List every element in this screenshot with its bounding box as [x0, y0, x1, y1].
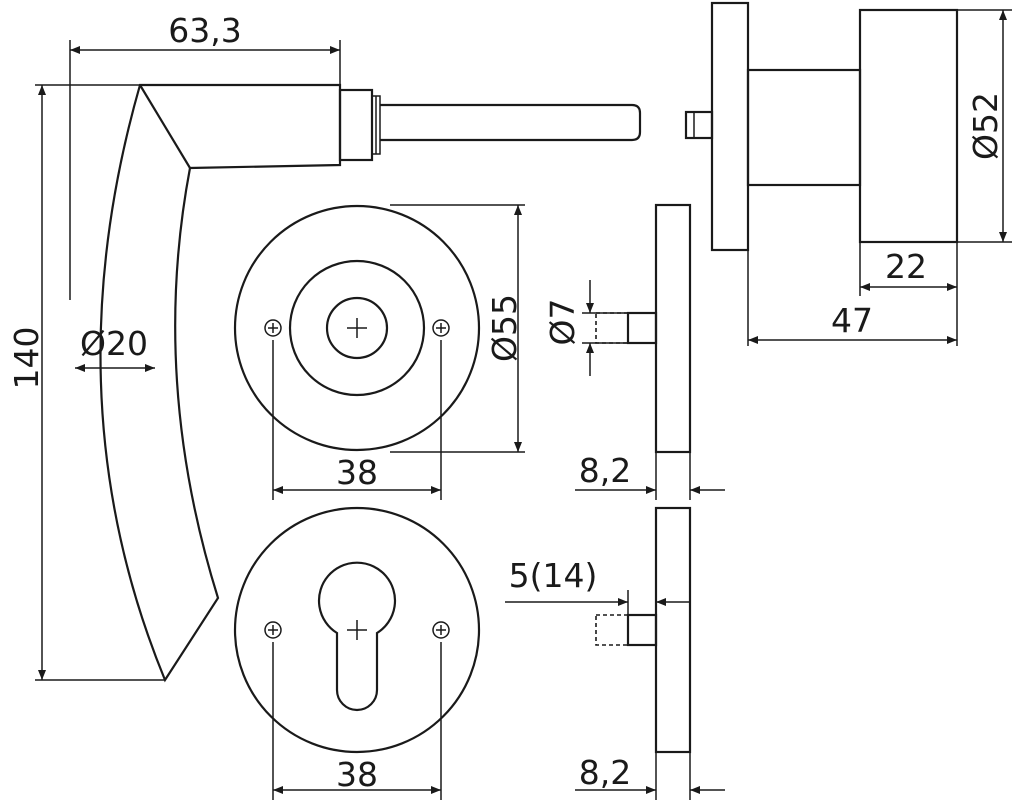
pin-diameter-label: Ø7	[543, 299, 582, 346]
side-thickness-dimension-1: 8,2	[575, 451, 725, 500]
offset-dimension: 5(14)	[505, 556, 690, 615]
lever-length-dimension: 63,3	[69, 11, 341, 300]
knob-projection-label: 47	[831, 301, 873, 340]
cylinder-hole-spacing-label: 38	[336, 755, 378, 794]
knob-depth-dimension: 22 47	[747, 242, 958, 346]
rosette-diameter-label: Ø55	[485, 294, 524, 362]
rosette-diameter-dimension: Ø55	[390, 204, 525, 453]
knob-side-view	[684, 1, 959, 252]
cylinder-hole-spacing-dimension: 38	[272, 642, 442, 800]
pin-diameter-dimension: Ø7	[543, 280, 628, 376]
rosette-hole-spacing-dimension: 38	[272, 340, 442, 500]
side-thickness-label-2: 8,2	[579, 753, 631, 792]
side-thickness-dimension-2: 8,2	[575, 752, 725, 800]
rosette-hole-spacing-label: 38	[336, 453, 378, 492]
lever-diameter-label: Ø20	[80, 324, 148, 363]
knob-diameter-label: Ø52	[966, 92, 1005, 160]
offset-label: 5(14)	[509, 556, 598, 595]
lever-diameter-dimension: Ø20	[75, 324, 155, 372]
knob-diameter-dimension: Ø52	[957, 9, 1012, 243]
side-thickness-label-1: 8,2	[579, 451, 631, 490]
lever-height-dimension: 140	[7, 84, 165, 681]
side-view-cylinder	[595, 506, 692, 754]
lever-height-label: 140	[7, 327, 46, 390]
lever-length-label: 63,3	[168, 11, 241, 50]
cylinder-rosette	[233, 506, 481, 754]
side-view-round	[595, 203, 692, 454]
round-rosette	[233, 204, 481, 452]
knob-depth-label: 22	[885, 247, 927, 286]
